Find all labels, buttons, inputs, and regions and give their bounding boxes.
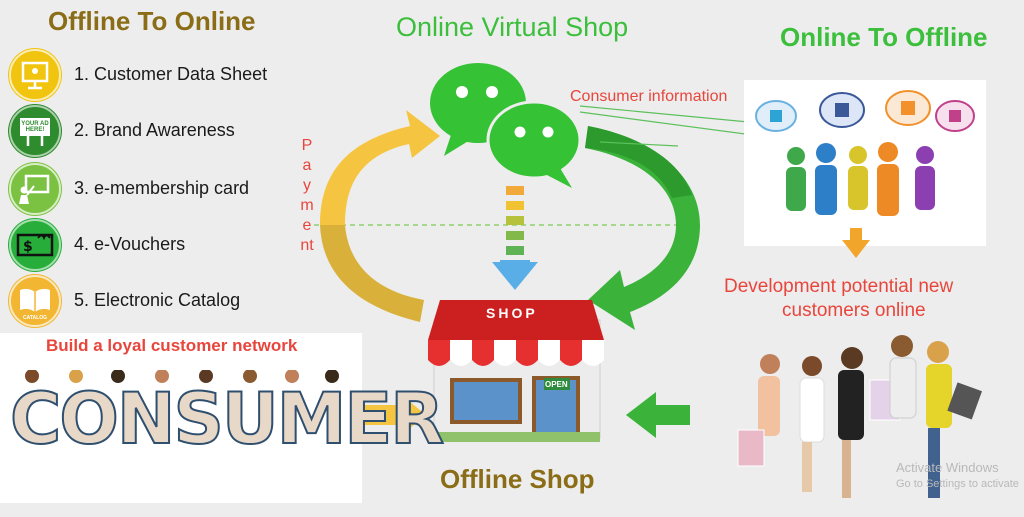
arrow-down-orange — [842, 228, 870, 258]
list-item-label: 2. Brand Awareness — [74, 120, 235, 140]
payment-label: Payment — [300, 137, 314, 254]
activate-windows-subtext: Go to Settings to activate — [896, 478, 1019, 490]
consumer-information-label: Consumer information — [570, 88, 728, 105]
arrow-down-blue — [492, 260, 538, 290]
list-item-brand-awareness: YOUR AD HERE! 2. Brand Awareness — [8, 104, 308, 158]
arrow-right-yellow — [364, 392, 426, 438]
list-item-customer-data-sheet: 1. Customer Data Sheet — [8, 48, 308, 102]
heading-online-virtual-shop: Online Virtual Shop — [396, 12, 629, 42]
arrow-block — [506, 246, 524, 255]
shop-sign: SHOP — [486, 305, 538, 321]
list-item-label: 5. Electronic Catalog — [74, 290, 241, 310]
list-item-e-membership-card: 3. e-membership card — [8, 162, 308, 216]
activate-windows-watermark: Activate Windows — [896, 460, 999, 475]
billboard-text: YOUR AD HERE! — [21, 121, 49, 133]
consumer-word: CONSUMER — [9, 377, 445, 461]
shop-illustration — [428, 300, 604, 442]
build-network-caption: Build a loyal customer network — [46, 336, 298, 355]
list-item-label: 3. e-membership card — [74, 178, 250, 198]
yellow-arc-arrow-up — [320, 110, 440, 225]
catalog-text: CATALOG — [23, 315, 47, 321]
list-item-label: 4. e-Vouchers — [74, 234, 186, 254]
billboard-icon: YOUR AD HERE! — [8, 104, 62, 158]
presentation-board-icon — [8, 48, 62, 102]
green-arc-upper-shade — [585, 126, 692, 198]
arrow-left-green — [626, 392, 690, 438]
list-item-e-vouchers: $ 4. e-Vouchers — [8, 218, 308, 272]
wechat-icon — [430, 63, 582, 188]
svg-text:$: $ — [23, 239, 33, 255]
arrow-block — [506, 231, 524, 240]
consumer-panel — [0, 333, 362, 503]
catalog-book-icon: CATALOG — [8, 274, 62, 328]
arrow-block — [506, 201, 524, 210]
offline-shop-label: Offline Shop — [440, 464, 595, 494]
list-item-label: 1. Customer Data Sheet — [74, 64, 268, 84]
presenter-icon — [8, 162, 62, 216]
arrow-block — [506, 216, 524, 225]
people-figures — [786, 142, 935, 216]
development-text-line1: Development potential new — [724, 276, 954, 297]
arrow-block — [506, 186, 524, 195]
info-arrow-line — [599, 141, 679, 147]
shoppers-illustration — [737, 335, 983, 498]
heading-online-to-offline: Online To Offline — [780, 22, 988, 52]
consumer-people-heads — [10, 369, 350, 384]
gift-voucher-icon: $ — [8, 218, 62, 272]
development-text-line2: customers online — [782, 300, 926, 321]
social-bubbles — [755, 90, 975, 132]
yellow-arc-lower — [320, 225, 424, 322]
heading-offline-to-online: Offline To Online — [48, 6, 256, 36]
list-item-electronic-catalog: CATALOG 5. Electronic Catalog — [8, 274, 308, 328]
open-sign: OPEN — [545, 380, 568, 389]
